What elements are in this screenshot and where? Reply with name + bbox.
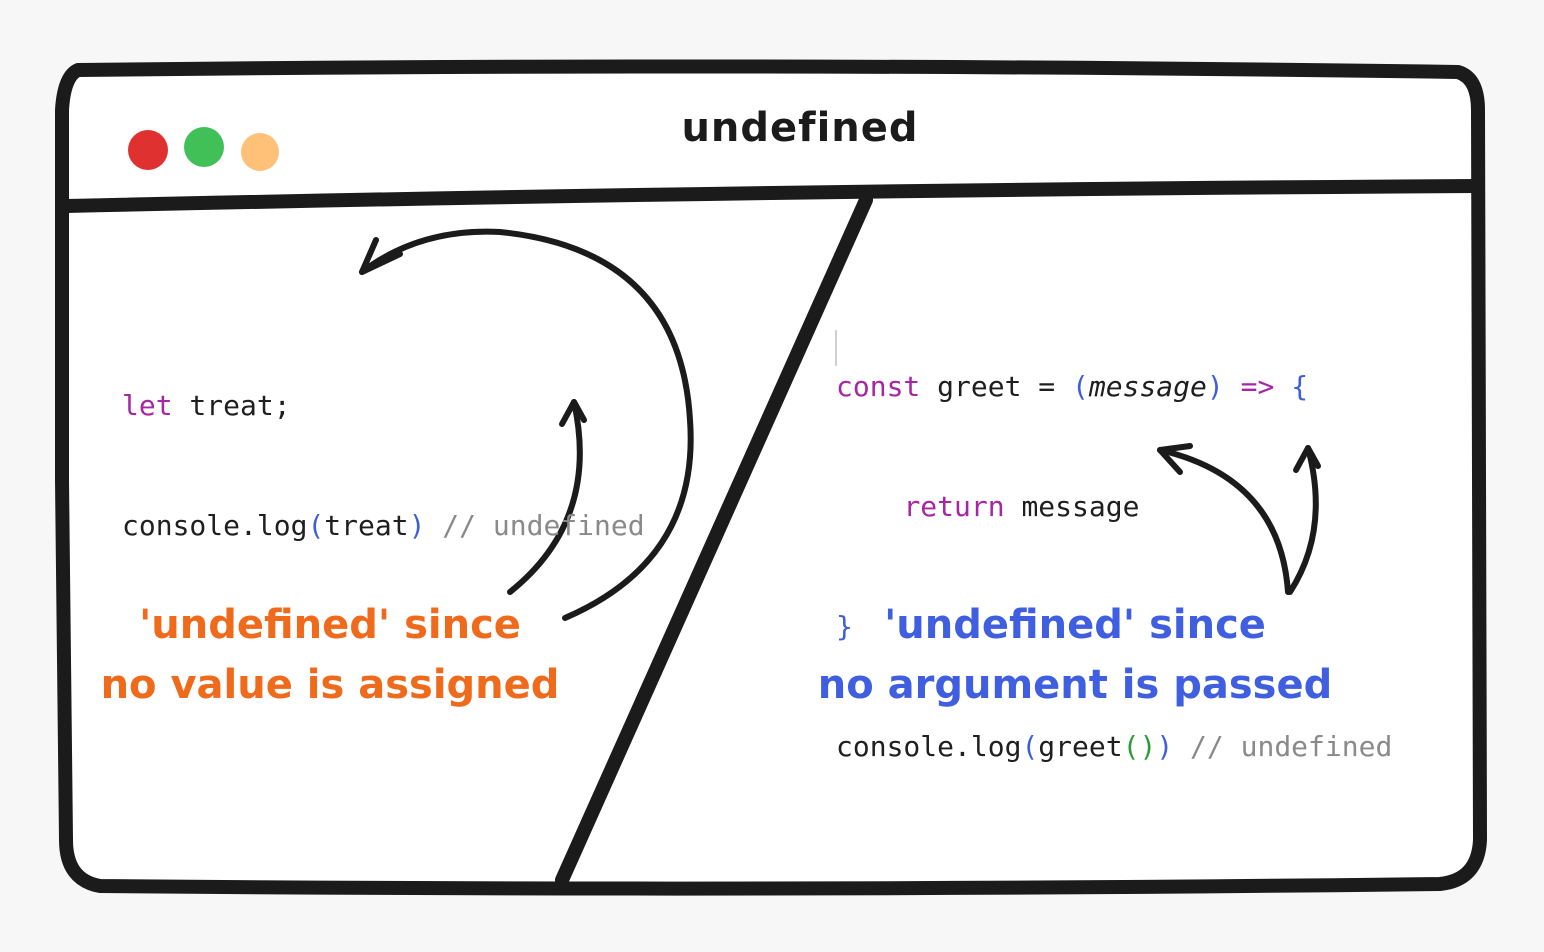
right-note: 'undefined' since no argument is passed xyxy=(800,595,1350,715)
return-value: message xyxy=(1004,490,1140,523)
paren-open: ( xyxy=(1072,370,1089,403)
arrow-operator: => xyxy=(1223,370,1292,403)
titlebar-divider xyxy=(59,179,1483,213)
left-note-line-1: 'undefined' since xyxy=(139,602,521,648)
right-note-line-1: 'undefined' since xyxy=(884,602,1266,648)
keyword-const: const xyxy=(836,370,921,403)
left-outer-arrow xyxy=(359,228,694,621)
right-arrowhead-call-icon xyxy=(1157,443,1193,475)
keyword-let: let xyxy=(122,389,173,422)
code-line-1: const greet = (message) => { xyxy=(836,367,1392,407)
left-code-block: let treat; console.log(treat) // undefin… xyxy=(122,306,645,626)
panel-divider xyxy=(555,193,873,887)
paren-close: ) xyxy=(1206,370,1224,403)
minimize-dot-icon[interactable] xyxy=(184,127,224,167)
right-code-block: const greet = (message) => { return mess… xyxy=(836,287,1392,847)
close-dot-icon[interactable] xyxy=(128,130,168,170)
keyword-return: return xyxy=(903,490,1005,523)
left-note: 'undefined' since no value is assigned xyxy=(90,595,570,715)
brace-close: } xyxy=(836,610,853,643)
console-log-call: console.log xyxy=(122,509,308,542)
left-note-line-2: no value is assigned xyxy=(100,662,560,708)
code-line-2: return message xyxy=(836,487,1392,527)
right-arrowhead-comment-icon xyxy=(1293,445,1321,473)
brace-open: { xyxy=(1291,370,1309,403)
right-arrow-to-call xyxy=(1157,447,1291,595)
right-arrow-to-comment xyxy=(1287,445,1319,595)
call-greet: greet xyxy=(1038,730,1123,763)
code-line-1: let treat; xyxy=(122,386,645,426)
left-outer-arrowhead-icon xyxy=(359,237,403,275)
window-title: undefined xyxy=(681,105,919,151)
paren-open: ( xyxy=(307,509,325,542)
function-name: greet = xyxy=(920,370,1073,403)
paren-open: ( xyxy=(1021,730,1039,763)
arg-treat: treat xyxy=(324,509,409,542)
left-inner-arrow xyxy=(507,399,583,595)
console-log-call: console.log xyxy=(836,730,1022,763)
comment-undefined: // undefined xyxy=(425,509,645,542)
comment-undefined: // undefined xyxy=(1173,730,1393,763)
code-line-4: console.log(greet()) // undefined xyxy=(836,727,1392,767)
left-inner-arrowhead-icon xyxy=(559,399,587,427)
code-line-3: } xyxy=(836,607,1392,647)
declaration-text: treat; xyxy=(172,389,291,422)
call-parens: () xyxy=(1122,730,1157,763)
paren-close: ) xyxy=(1156,730,1174,763)
window-border xyxy=(55,59,1487,896)
maximize-dot-icon[interactable] xyxy=(241,133,279,171)
code-line-2: console.log(treat) // undefined xyxy=(122,506,645,546)
right-note-line-2: no argument is passed xyxy=(817,662,1333,708)
param-message: message xyxy=(1088,370,1207,403)
paren-close: ) xyxy=(408,509,426,542)
